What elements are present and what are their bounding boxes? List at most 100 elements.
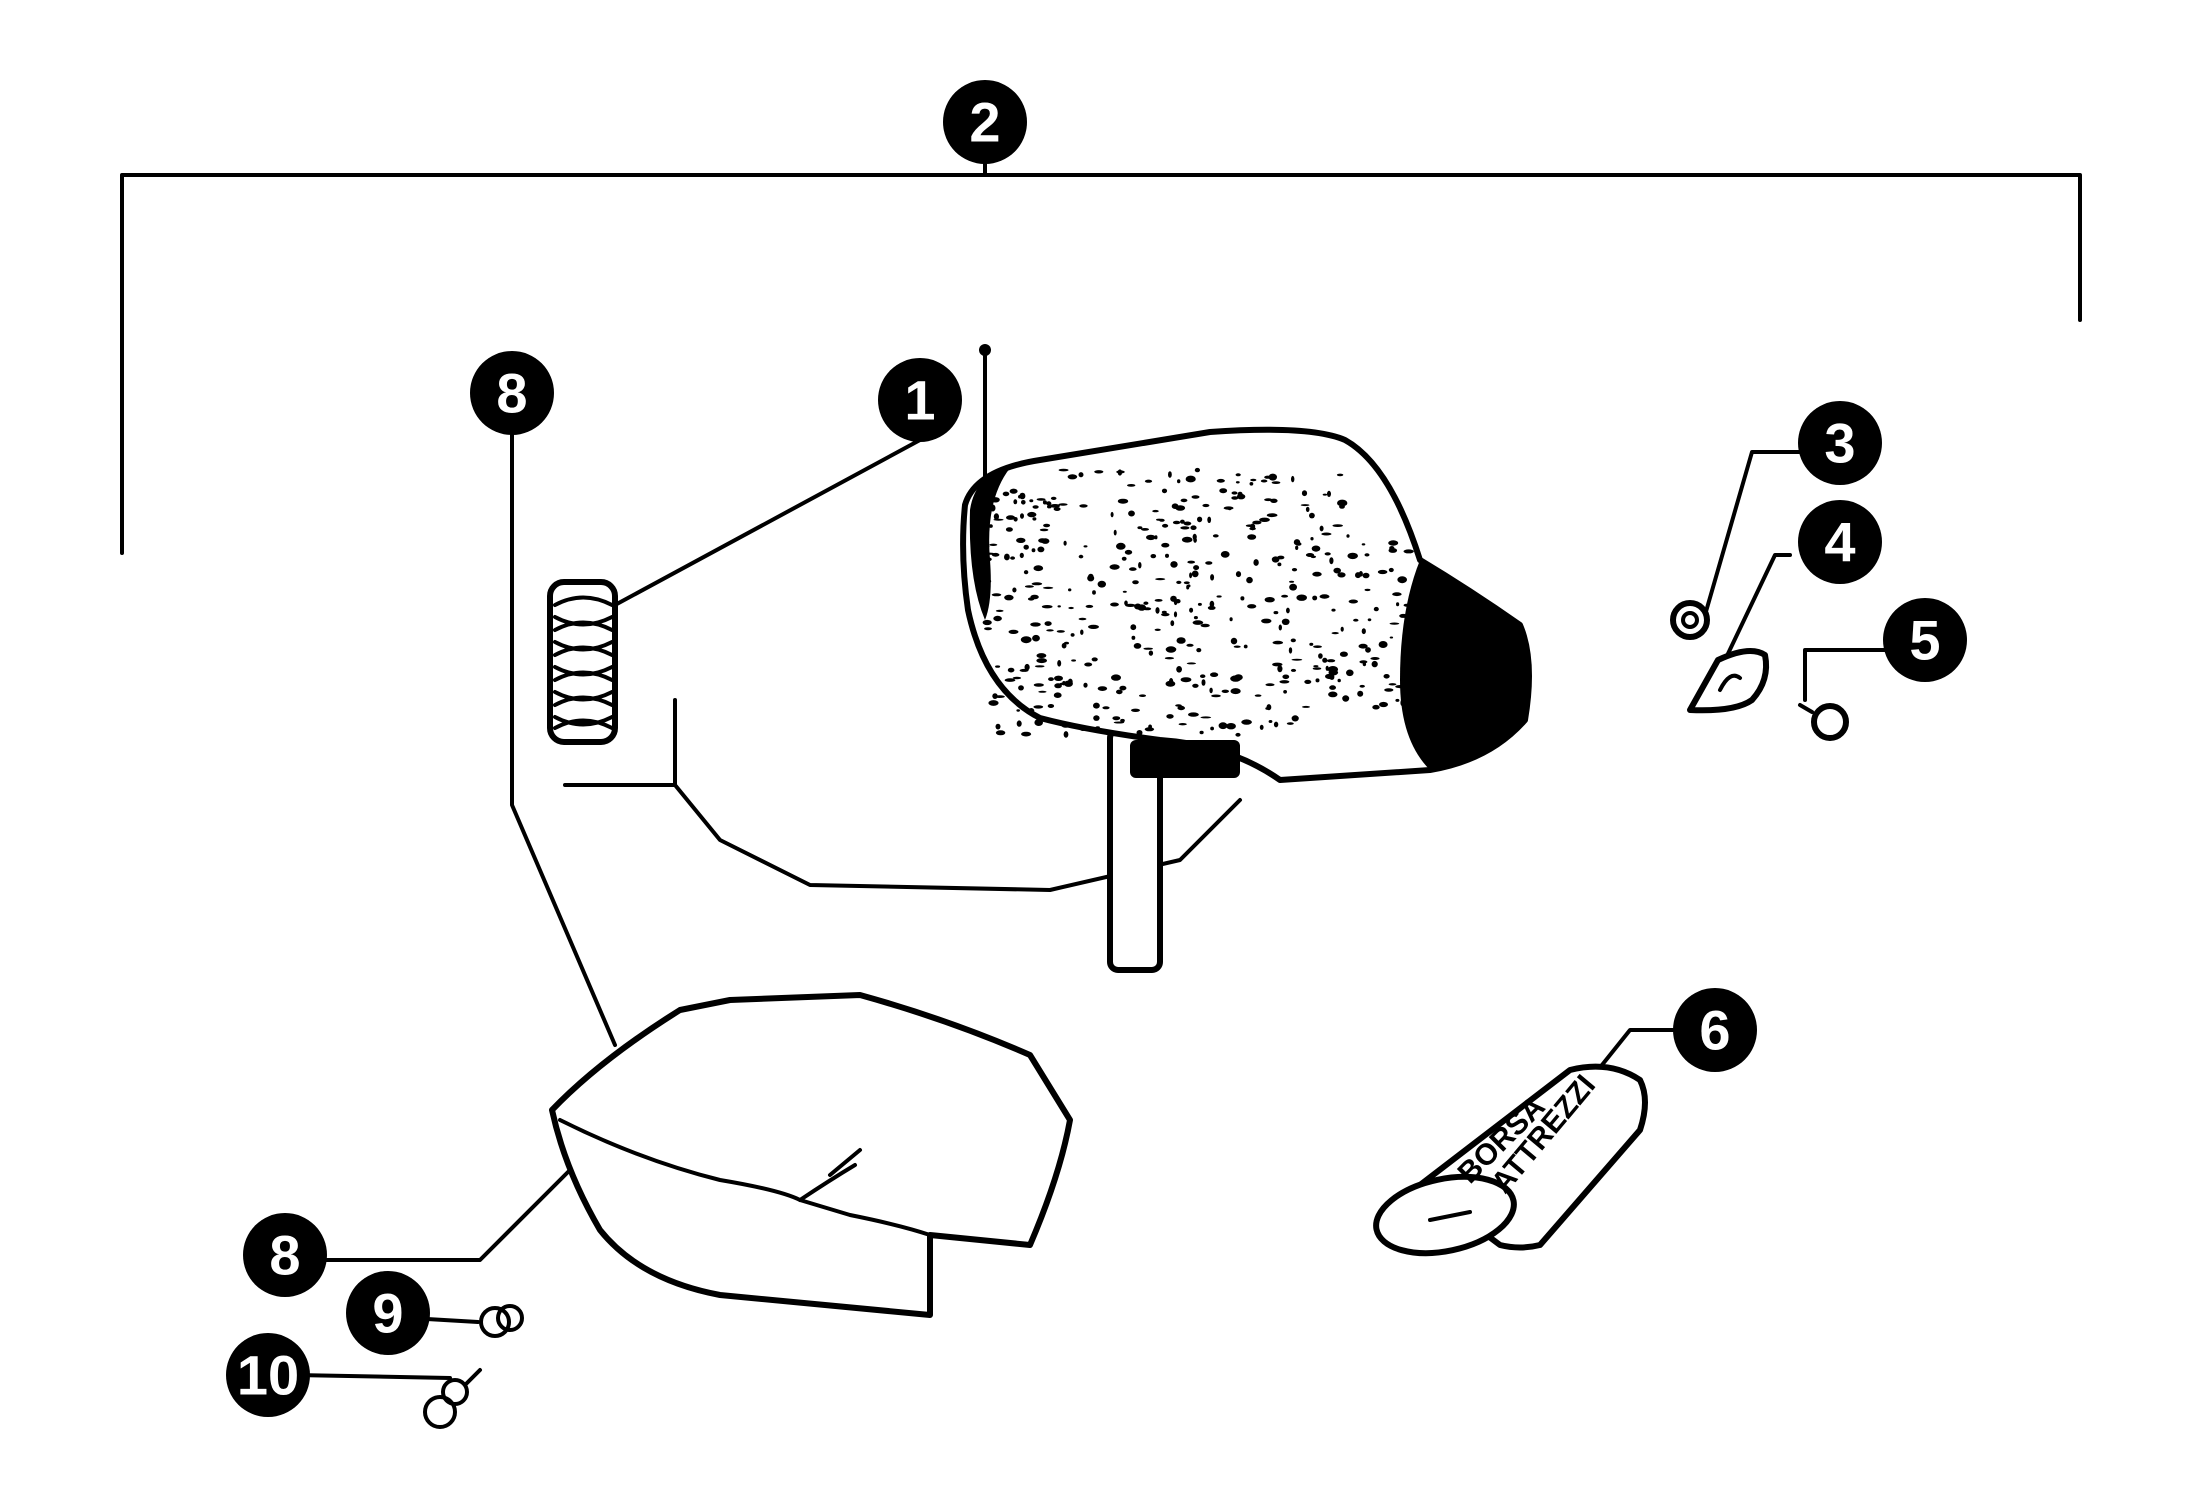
texture-speckle xyxy=(1229,617,1233,622)
texture-speckle xyxy=(1019,552,1024,559)
texture-speckle xyxy=(1009,488,1018,494)
leader-1 xyxy=(613,438,922,607)
texture-speckle xyxy=(1067,678,1073,685)
texture-speckle xyxy=(1337,678,1341,683)
texture-speckle xyxy=(1191,495,1200,499)
texture-speckle xyxy=(1131,635,1136,640)
texture-speckle xyxy=(1058,503,1068,506)
texture-speckle xyxy=(1388,567,1394,573)
leader-4 xyxy=(1723,553,1792,662)
callout-3: 3 xyxy=(1798,401,1882,485)
texture-speckle xyxy=(1152,509,1159,513)
texture-speckle xyxy=(1228,507,1232,511)
texture-speckle xyxy=(1094,470,1104,474)
texture-speckle xyxy=(1277,562,1282,567)
texture-speckle xyxy=(1318,653,1323,659)
texture-speckle xyxy=(1397,576,1407,584)
cover-part-8 xyxy=(549,992,1073,1318)
texture-speckle xyxy=(1342,695,1350,702)
texture-speckle xyxy=(1010,556,1015,560)
texture-speckle xyxy=(1068,606,1074,610)
texture-speckle xyxy=(1271,556,1280,563)
texture-speckle xyxy=(1016,720,1022,727)
callout-6: 6 xyxy=(1673,988,1757,1072)
texture-speckle xyxy=(1373,606,1379,612)
texture-speckle xyxy=(1127,484,1136,487)
texture-speckle xyxy=(1037,546,1045,553)
texture-speckle xyxy=(1199,730,1204,735)
texture-speckle xyxy=(1133,643,1142,649)
texture-speckle xyxy=(1237,491,1243,497)
texture-speckle xyxy=(1021,731,1032,737)
texture-speckle xyxy=(1078,617,1087,621)
texture-speckle xyxy=(1247,604,1257,609)
texture-speckle xyxy=(1033,565,1044,572)
texture-speckle xyxy=(1286,607,1290,614)
texture-speckle xyxy=(1196,648,1202,653)
texture-speckle xyxy=(1097,580,1107,588)
texture-speckle xyxy=(1325,665,1329,671)
texture-speckle xyxy=(1189,607,1194,613)
texture-speckle xyxy=(1212,534,1219,538)
texture-speckle xyxy=(1396,602,1400,607)
texture-speckle xyxy=(984,557,992,562)
callout-8-top: 8 xyxy=(470,351,554,435)
texture-speckle xyxy=(1175,505,1186,511)
texture-speckle xyxy=(1116,470,1125,474)
texture-speckle xyxy=(1247,534,1257,540)
texture-speckle xyxy=(1117,498,1129,504)
callout-8-top-label: 8 xyxy=(496,362,527,425)
texture-speckle xyxy=(1027,511,1037,518)
texture-speckle xyxy=(1116,689,1123,695)
clip-part-4 xyxy=(1687,648,1770,714)
texture-speckle xyxy=(1137,526,1143,530)
texture-speckle xyxy=(1032,634,1040,642)
texture-speckle xyxy=(990,504,996,512)
texture-speckle xyxy=(1161,612,1170,617)
texture-speckle xyxy=(1291,475,1295,483)
texture-speckle xyxy=(1328,691,1338,698)
texture-speckle xyxy=(1329,557,1334,565)
texture-speckle xyxy=(1164,657,1174,660)
texture-speckle xyxy=(1175,599,1181,604)
texture-speckle xyxy=(1139,694,1146,697)
leader-headrest-cable xyxy=(563,698,1242,892)
texture-speckle xyxy=(1161,542,1170,548)
texture-speckle xyxy=(1202,503,1210,508)
callout-2: 2 xyxy=(943,80,1027,164)
texture-speckle xyxy=(992,693,998,699)
texture-speckle xyxy=(1309,512,1315,519)
cap-part-3 xyxy=(1670,600,1710,640)
texture-speckle xyxy=(1061,723,1071,728)
texture-speckle xyxy=(1170,595,1177,602)
texture-speckle xyxy=(1004,678,1016,682)
screw-part-9 xyxy=(479,1304,524,1338)
texture-speckle xyxy=(1348,599,1359,604)
texture-speckle xyxy=(1289,580,1295,583)
callout-9: 9 xyxy=(346,1271,430,1355)
texture-speckle xyxy=(1132,580,1139,585)
texture-speckle xyxy=(1186,662,1197,665)
texture-speckle xyxy=(1273,611,1279,615)
texture-speckle xyxy=(1210,672,1219,677)
texture-speckle xyxy=(1172,520,1181,525)
texture-speckle xyxy=(1059,682,1068,686)
texture-speckle xyxy=(1175,704,1182,707)
texture-speckle xyxy=(1036,658,1047,664)
texture-speckle xyxy=(1136,730,1143,736)
texture-speckle xyxy=(1039,528,1049,532)
texture-speckle xyxy=(1395,685,1406,689)
texture-speckle xyxy=(1122,590,1127,593)
tool-bag-part-6: BORSA ATTREZZI xyxy=(1373,1063,1648,1257)
texture-speckle xyxy=(1116,542,1126,550)
texture-speckle xyxy=(1180,519,1185,524)
texture-speckle xyxy=(1124,549,1133,555)
texture-speckle xyxy=(1168,471,1172,478)
texture-speckle xyxy=(1361,628,1366,635)
texture-speckle xyxy=(1301,490,1308,497)
texture-speckle xyxy=(1265,707,1271,710)
texture-speckle xyxy=(1395,698,1400,702)
texture-speckle xyxy=(1088,624,1099,630)
texture-speckle xyxy=(1093,702,1100,709)
texture-speckle xyxy=(1243,644,1248,649)
